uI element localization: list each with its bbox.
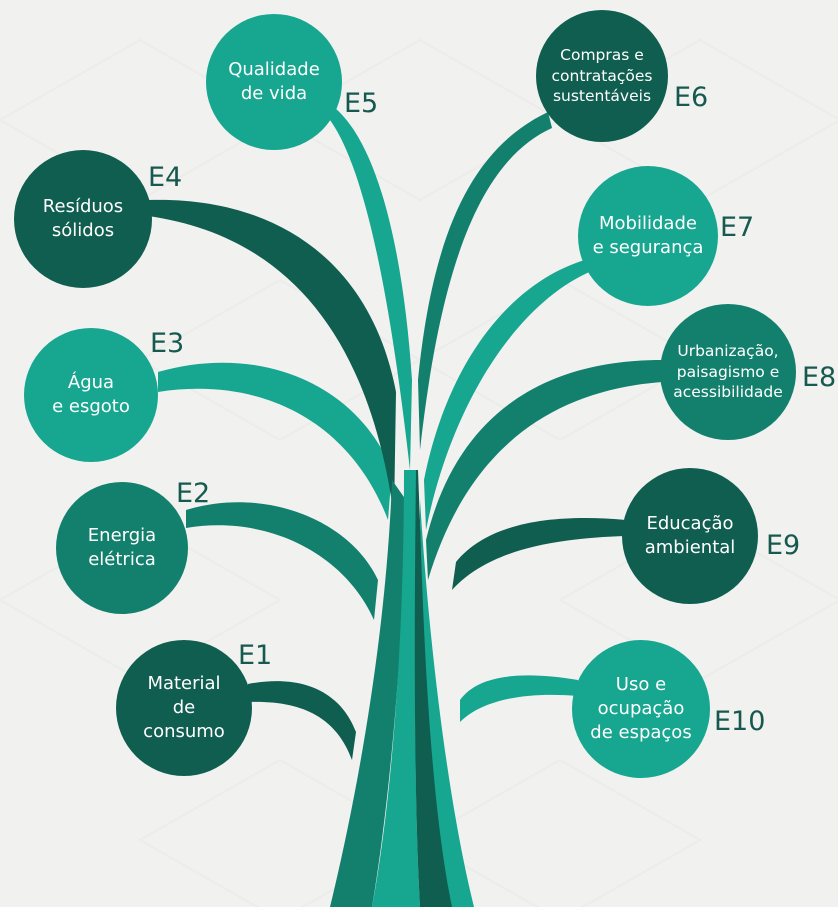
trunk-center (372, 470, 420, 907)
branch-e7 (424, 258, 594, 530)
branch-e4 (148, 199, 396, 516)
node-label: Resíduos sólidos (42, 195, 124, 241)
node-e5: Qualidade de vida (206, 14, 342, 150)
node-code-e7: E7 (720, 212, 755, 243)
node-label: Material de consumo (143, 672, 225, 743)
node-label: Mobilidade e segurança (592, 212, 704, 258)
branch-e6 (418, 112, 552, 450)
branch-e8 (426, 360, 662, 580)
node-code-e8: E8 (802, 362, 837, 393)
branch-e9 (452, 518, 626, 590)
node-code-e4: E4 (148, 162, 183, 193)
node-code-e3: E3 (150, 328, 185, 359)
node-label: Energia elétrica (87, 524, 157, 570)
node-e3: Água e esgoto (24, 328, 158, 462)
node-code-e5: E5 (344, 88, 379, 119)
node-e8: Urbanização, paisagismo e acessibilidade (660, 304, 796, 440)
trunk-right (414, 470, 462, 907)
node-e1: Material de consumo (116, 640, 252, 776)
node-label: Compras e contratações sustentáveis (551, 45, 653, 106)
node-label: Urbanização, paisagismo e acessibilidade (673, 341, 783, 402)
node-e4: Resíduos sólidos (14, 150, 152, 288)
node-e2: Energia elétrica (56, 482, 188, 614)
node-label: Educação ambiental (644, 512, 736, 558)
node-e7: Mobilidade e segurança (578, 166, 718, 306)
node-label: Qualidade de vida (228, 58, 320, 104)
node-e6: Compras e contratações sustentáveis (536, 10, 668, 142)
node-code-e1: E1 (238, 640, 273, 671)
branch-e5 (330, 104, 412, 470)
branch-e2 (186, 502, 378, 620)
branch-e1 (248, 681, 356, 760)
node-label: Água e esgoto (52, 371, 130, 417)
node-e10: Uso e ocupação de espaços (572, 640, 710, 778)
node-label: Uso e ocupação de espaços (590, 673, 692, 744)
node-code-e2: E2 (176, 478, 211, 509)
trunk-left (330, 480, 406, 907)
trunk-right-light (420, 500, 474, 907)
branch-e10 (460, 675, 578, 722)
node-code-e6: E6 (674, 82, 709, 113)
branch-e3 (158, 362, 392, 520)
node-code-e10: E10 (714, 706, 766, 737)
node-code-e9: E9 (766, 530, 801, 561)
node-e9: Educação ambiental (622, 468, 758, 604)
